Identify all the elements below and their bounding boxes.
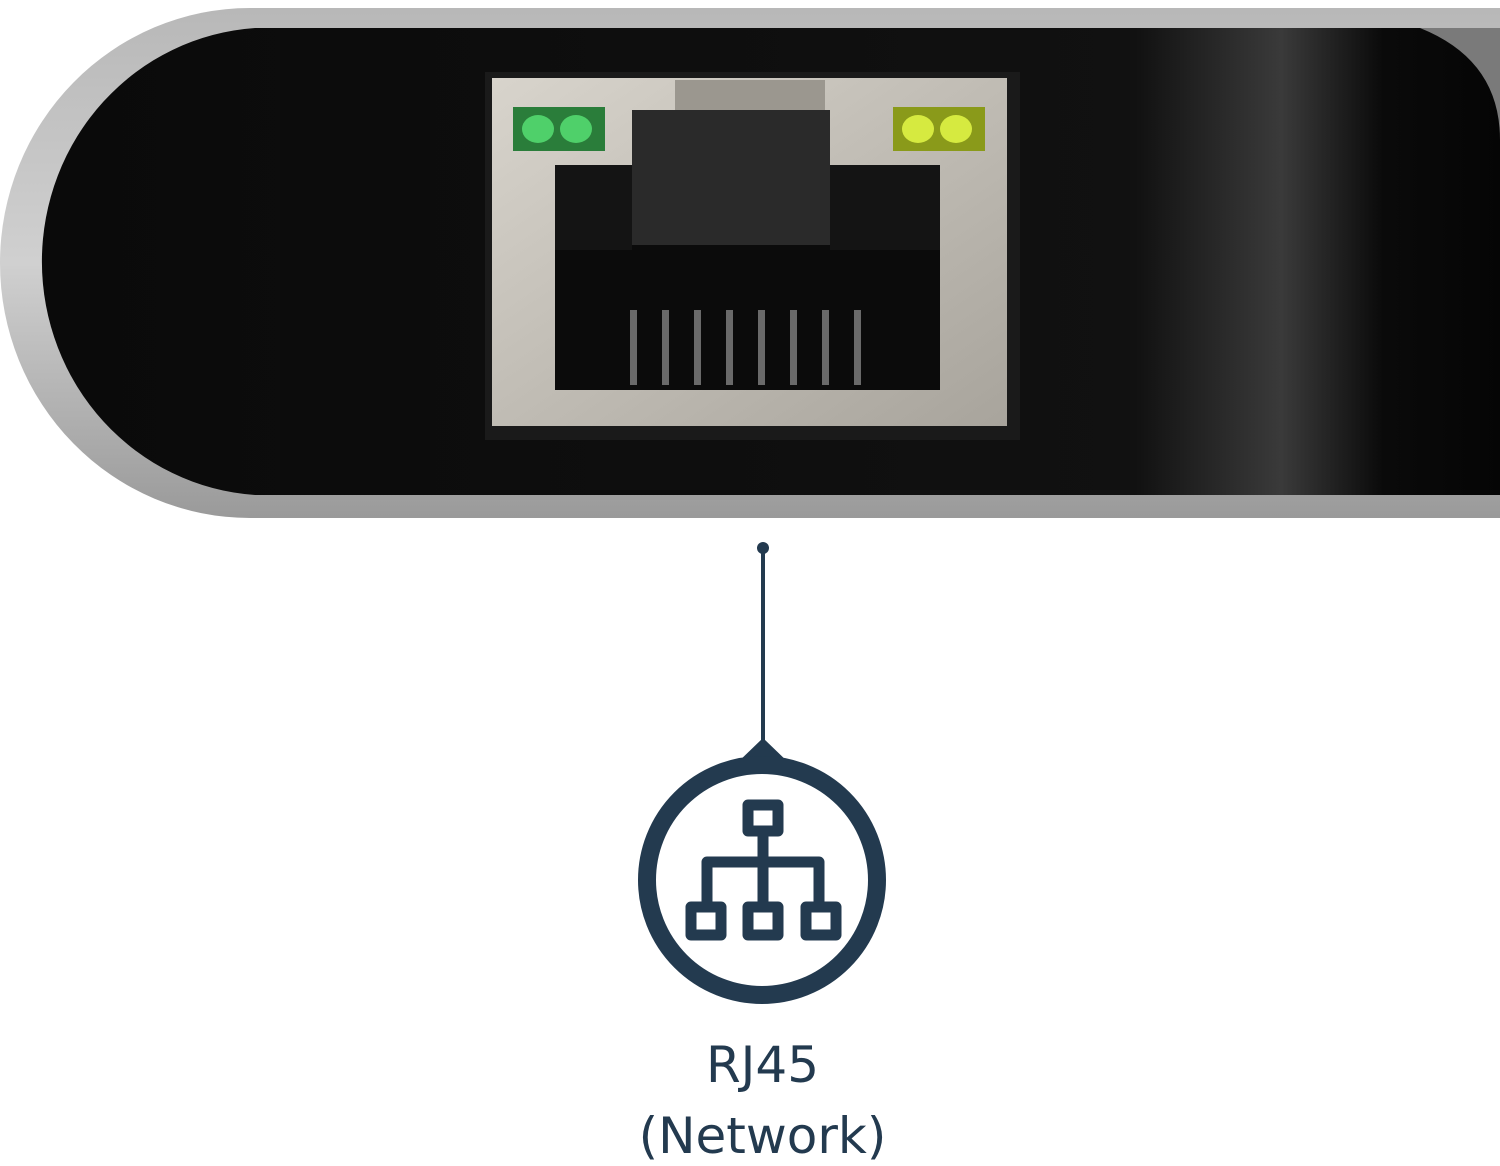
network-hierarchy-icon xyxy=(638,756,886,1004)
led-yellow xyxy=(893,107,985,151)
port-pins xyxy=(630,310,861,385)
port-label: RJ45 xyxy=(705,1036,820,1094)
led-green xyxy=(513,107,605,151)
callout-pointer xyxy=(735,542,791,765)
port-description: (Network) xyxy=(638,1107,887,1165)
rj45-port xyxy=(485,72,1020,440)
